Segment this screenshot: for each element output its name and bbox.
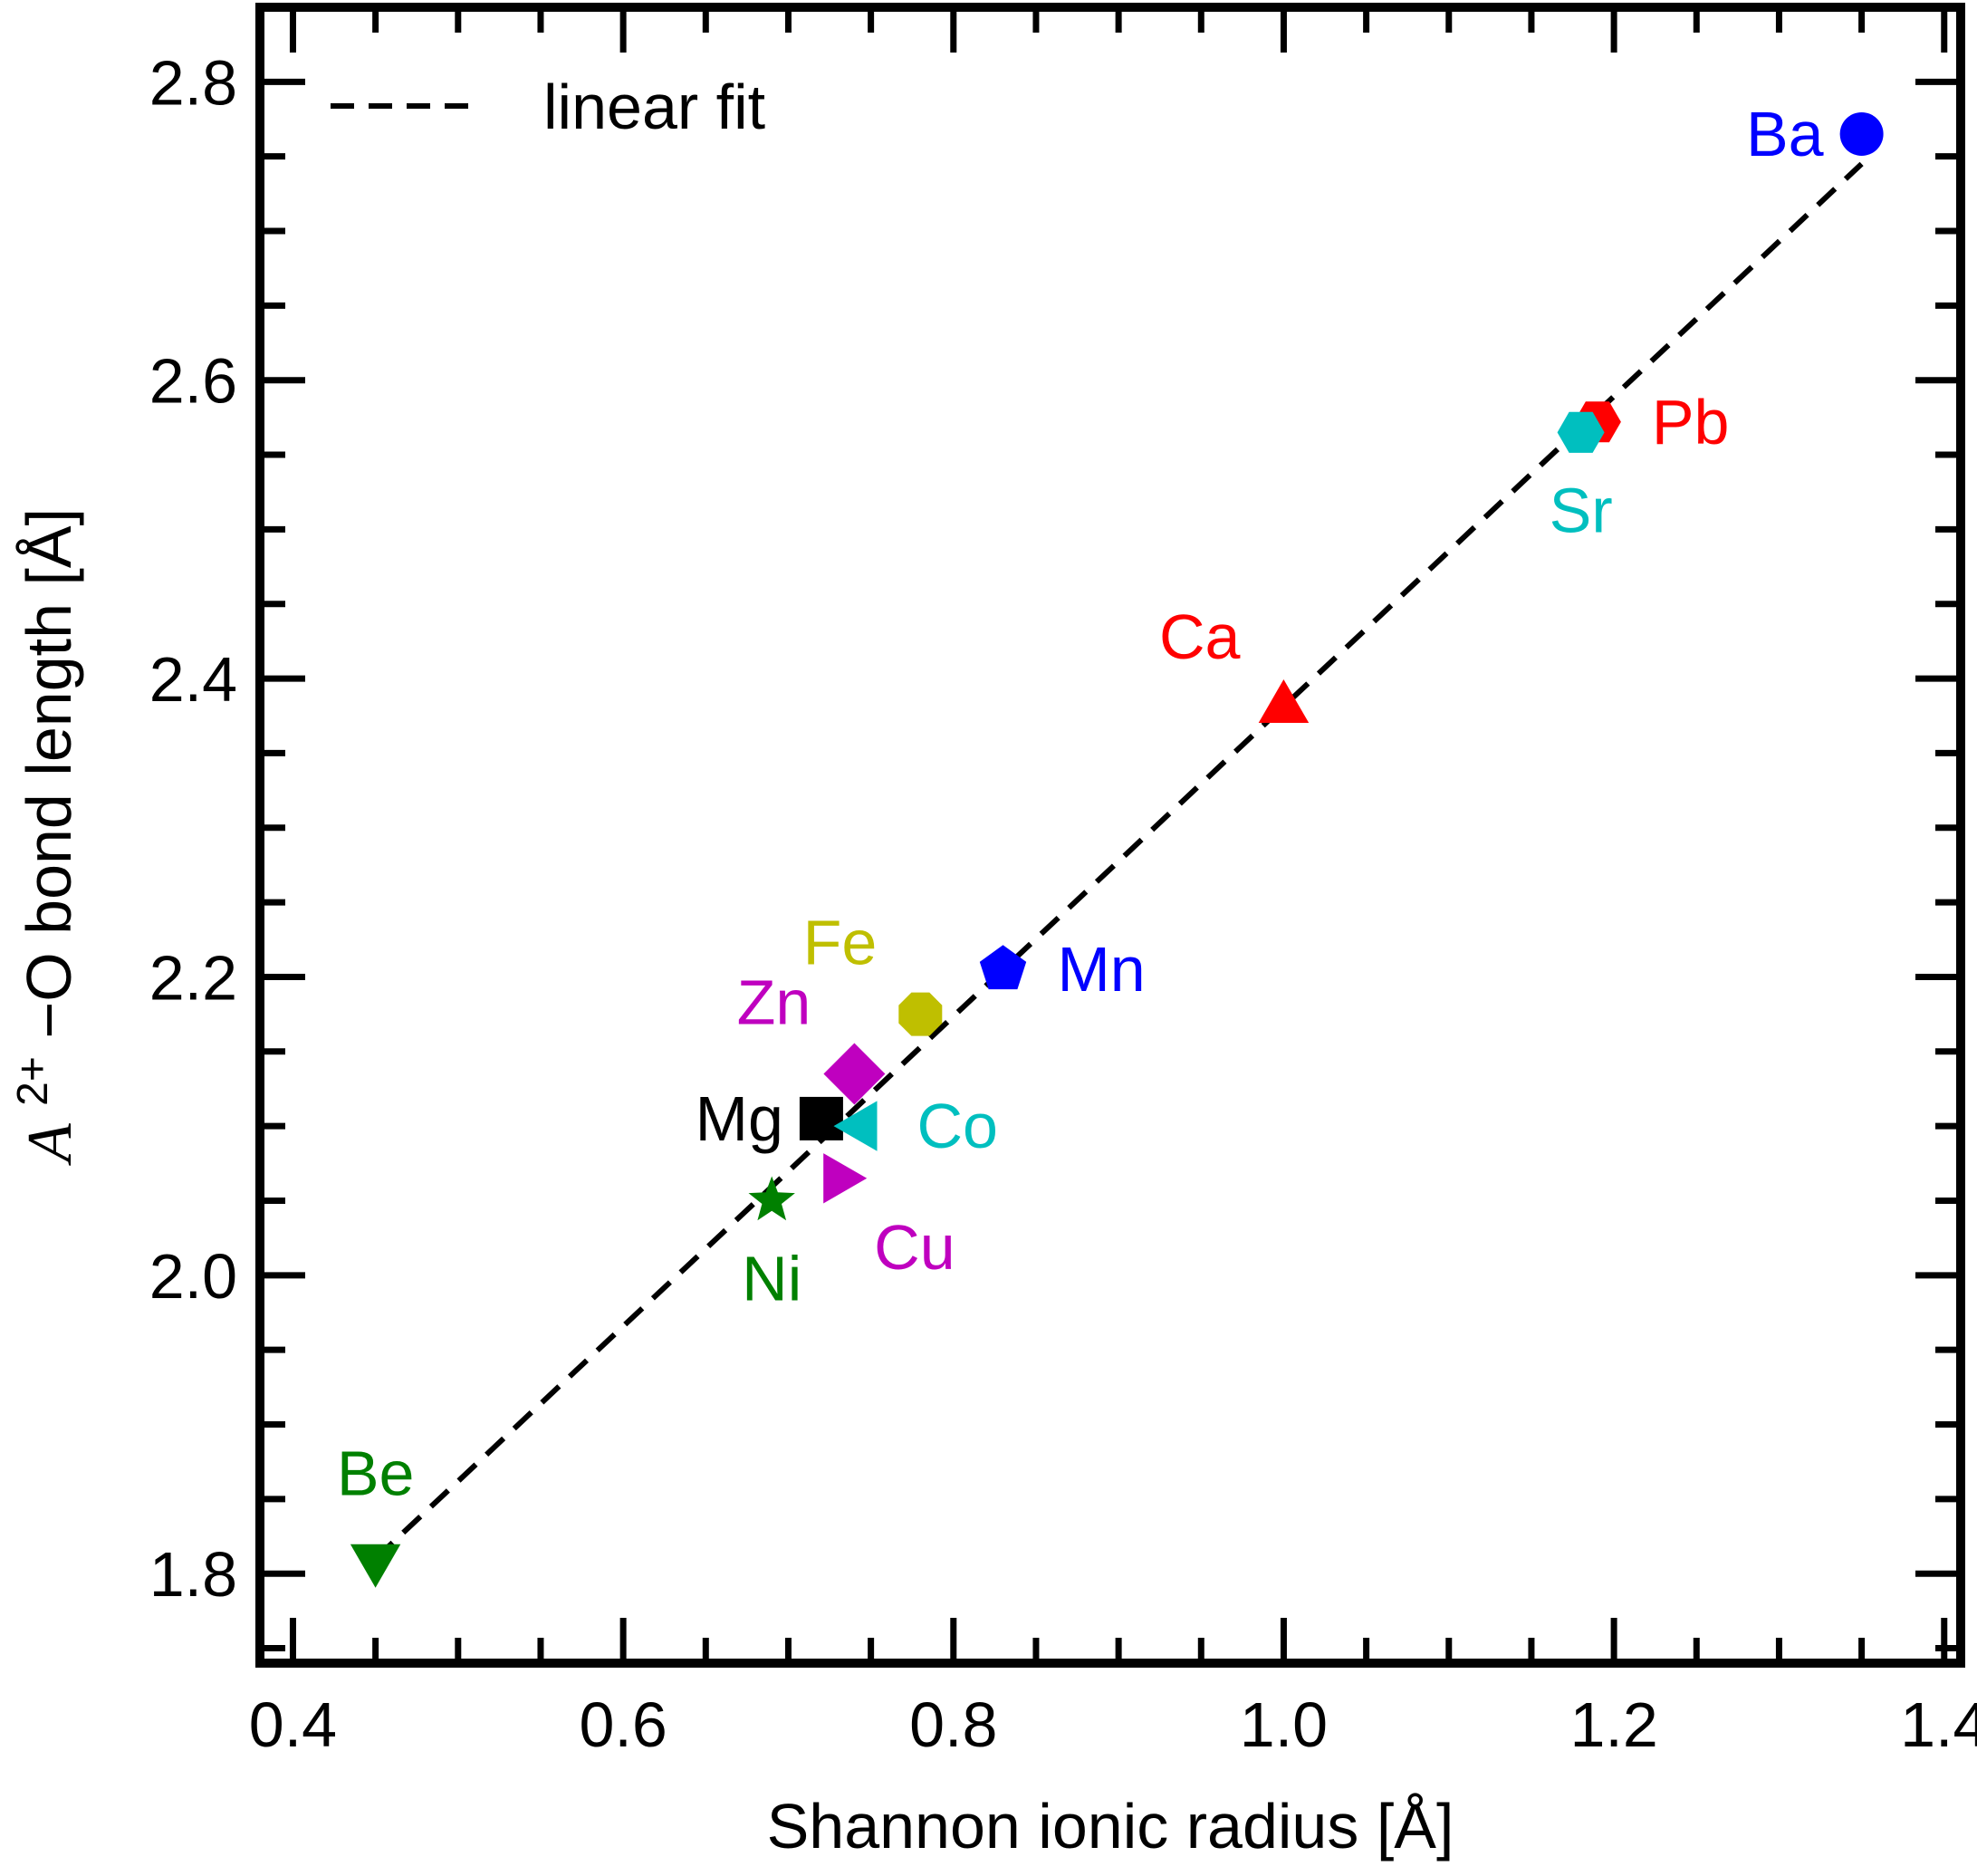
- y-axis-label-superscript: 2+: [9, 1056, 57, 1106]
- sr-label: Sr: [1550, 475, 1613, 545]
- legend: linear fit: [331, 72, 765, 142]
- pb-label: Pb: [1652, 387, 1730, 457]
- x-tick-label: 1.4: [1900, 1689, 1977, 1760]
- zn-marker: [823, 1043, 886, 1105]
- ba-label: Ba: [1746, 99, 1824, 169]
- y-tick-label: 1.8: [149, 1539, 237, 1610]
- cu-label: Cu: [874, 1212, 955, 1283]
- markers-layer: [350, 111, 1884, 1588]
- mg-marker: [799, 1096, 843, 1140]
- y-tick-label: 2.2: [149, 942, 237, 1013]
- co-label: Co: [917, 1091, 998, 1161]
- ca-label: Ca: [1159, 601, 1241, 672]
- x-axis-label: Shannon ionic radius [Å]: [767, 1791, 1454, 1862]
- x-tick-label: 0.4: [249, 1689, 337, 1760]
- zn-label: Zn: [737, 967, 811, 1037]
- ni-marker: [748, 1176, 795, 1221]
- co-marker: [833, 1101, 878, 1151]
- plot-frame: [255, 3, 1965, 1668]
- linear-fit-line: [373, 161, 1864, 1561]
- x-tick-label: 1.2: [1569, 1689, 1657, 1760]
- mg-label: Mg: [696, 1083, 783, 1154]
- y-tick-label: 2.8: [149, 47, 237, 118]
- mn-marker: [979, 945, 1027, 990]
- y-axis-label: A 2+ −O bond length [Å]: [0, 508, 85, 1166]
- mn-label: Mn: [1057, 934, 1145, 1005]
- y-tick-label: 2.4: [149, 644, 237, 715]
- y-tick-label: 2.0: [149, 1241, 237, 1312]
- legend-label: linear fit: [543, 72, 765, 142]
- y-tick-label: 2.6: [149, 346, 237, 417]
- ca-marker: [1258, 679, 1310, 723]
- x-tick-label: 0.8: [909, 1689, 997, 1760]
- x-tick-label: 1.0: [1240, 1689, 1328, 1760]
- y-axis-label-rest: −O bond length [Å]: [14, 508, 84, 1039]
- fe-marker: [898, 992, 943, 1036]
- ticks-layer: 0.4 0.6 0.8 1.0 1.2 1.4 1.8 2.0 2.2 2.4 2.6 2.8: [149, 4, 1977, 1760]
- x-tick-label: 0.6: [579, 1689, 667, 1760]
- be-marker: [350, 1544, 401, 1588]
- ba-marker: [1839, 111, 1884, 156]
- fe-label: Fe: [803, 908, 878, 978]
- ni-label: Ni: [742, 1243, 801, 1313]
- be-label: Be: [337, 1438, 415, 1509]
- sr-marker: [1557, 411, 1605, 453]
- y-axis-label-symbol: A: [15, 1123, 85, 1166]
- cu-marker: [823, 1153, 868, 1204]
